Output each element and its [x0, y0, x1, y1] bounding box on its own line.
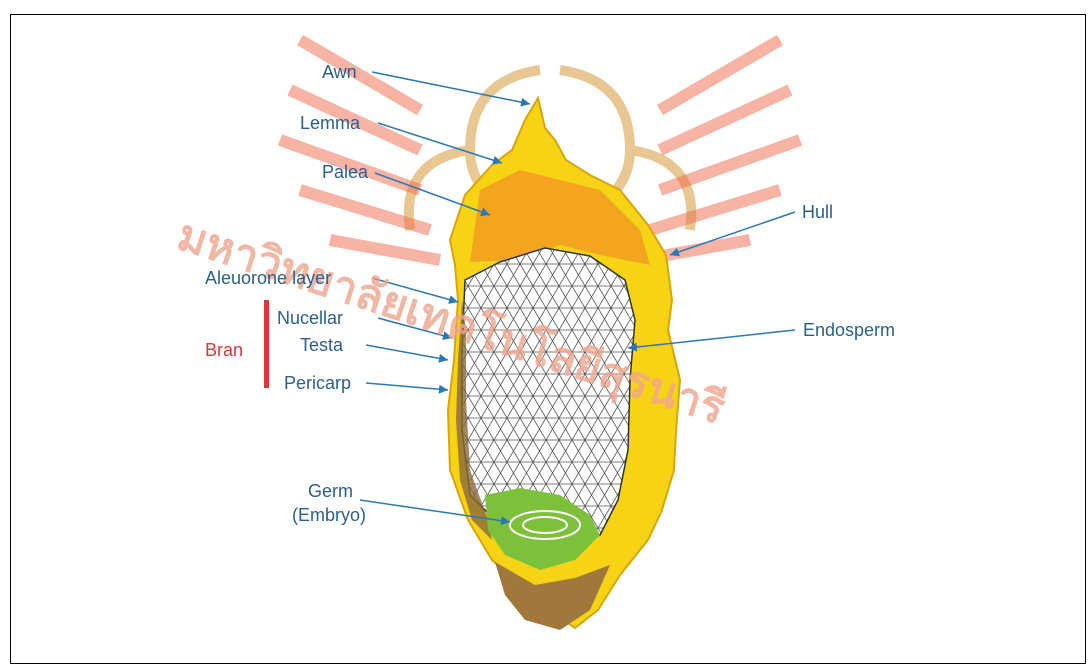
label-embryo: (Embryo)	[292, 505, 366, 525]
label-lemma: Lemma	[300, 113, 360, 133]
label-awn: Awn	[322, 62, 357, 82]
label-endosperm: Endosperm	[803, 320, 895, 340]
label-pericarp: Pericarp	[284, 373, 351, 393]
label-nucellar: Nucellar	[277, 308, 343, 328]
label-testa: Testa	[300, 335, 343, 355]
bran-bar	[264, 300, 269, 388]
label-palea: Palea	[322, 162, 368, 182]
label-germ: Germ	[308, 481, 353, 501]
label-hull: Hull	[802, 202, 833, 222]
label-bran: Bran	[205, 340, 243, 360]
label-aleurone: Aleuorone layer	[205, 268, 331, 288]
